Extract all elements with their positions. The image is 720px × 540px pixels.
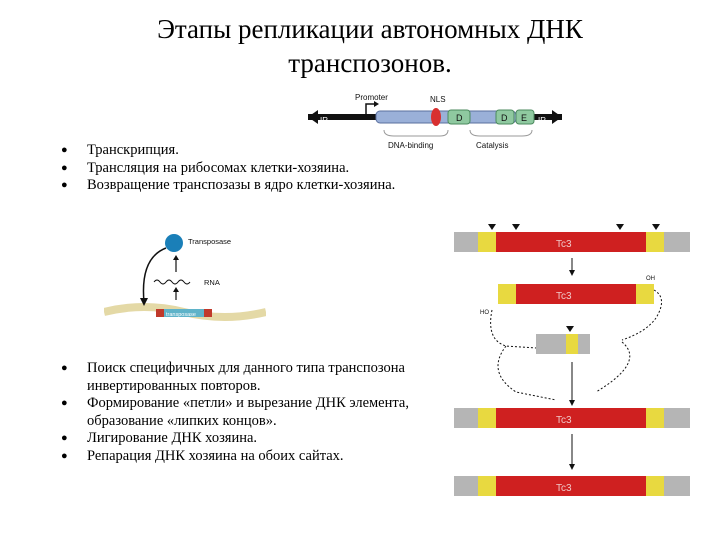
- bullet-icon: ●: [61, 449, 68, 462]
- list-item: ● Репарация ДНК хозяина на обоих сайтах.: [57, 448, 427, 466]
- tc3-row-gap: [536, 326, 590, 354]
- left-arrow-icon: [308, 110, 318, 124]
- ir-left-label: IR: [320, 116, 328, 125]
- dna-ir-right: [204, 309, 212, 317]
- list-item: ● Возвращение транспозазы в ядро клетки-х…: [57, 177, 395, 195]
- return-arrowhead-icon: [140, 298, 148, 306]
- bullet-text: Возвращение транспозазы в ядро клетки-хо…: [87, 177, 396, 193]
- nls-marker: [431, 108, 441, 126]
- tc3-row-ligation: Tc3: [454, 408, 690, 428]
- domain-d1-label: D: [456, 113, 463, 123]
- tc3-label: Tc3: [556, 291, 572, 302]
- title-line-2: транспозонов.: [288, 48, 452, 78]
- domain-e: [515, 109, 535, 125]
- domain-d2-label: D: [501, 113, 508, 123]
- bullet-icon: ●: [61, 397, 68, 409]
- list-item: ● Лигирование ДНК хозяина.: [57, 430, 427, 448]
- dna-binding-label: DNA-binding: [388, 141, 433, 150]
- promoter-label: Promoter: [355, 93, 388, 102]
- bullet-icon: ●: [61, 179, 68, 191]
- step-arrowhead-icon: [569, 400, 575, 406]
- ir-right-label: IR: [538, 116, 546, 125]
- top-bullet-list: ● Транскрипция. ● Трансляция на рибосомах …: [57, 142, 395, 195]
- gene-body: [375, 110, 517, 124]
- dna-binding-bracket: [383, 129, 449, 137]
- cut-site-icon: [652, 224, 660, 230]
- gene-structure-diagram: IR IR Promoter NLS D D E DNA-binding Cat…: [300, 90, 568, 152]
- tc3-label: Tc3: [556, 483, 572, 494]
- rna-label: RNA: [204, 278, 220, 287]
- return-arrow: [142, 247, 167, 303]
- promoter-arrowhead-icon: [374, 101, 379, 107]
- list-item: ● Поиск специфичных для данного типа тран…: [57, 360, 427, 395]
- oh-label: OH: [646, 276, 655, 282]
- left-flank: [308, 114, 378, 120]
- transposon-dna: [164, 309, 204, 317]
- tc3-label: Tc3: [556, 239, 572, 250]
- tc3-excision-diagram: Tc3 Tc3 OH HO Tc3 Tc3: [446, 222, 702, 504]
- bullet-text: Формирование «петли» и вырезание ДНК эле…: [87, 395, 409, 429]
- step-arrowhead-icon: [569, 270, 575, 276]
- translation-arrowhead-icon: [173, 255, 179, 260]
- catalysis-label: Catalysis: [476, 141, 508, 150]
- catalysis-bracket: [469, 129, 533, 137]
- transcription-arrowhead-icon: [173, 287, 179, 292]
- bullet-icon: ●: [61, 144, 68, 156]
- domain-d1: [447, 109, 471, 125]
- title-line-1: Этапы репликации автономных ДНК: [157, 14, 583, 44]
- list-item: ● Транскрипция.: [57, 142, 395, 160]
- cut-site-icon: [566, 326, 574, 332]
- transposase-cycle-diagram: Transposase RNA transposase: [104, 228, 266, 324]
- right-flank: [520, 114, 562, 120]
- domain-d2: [495, 109, 515, 125]
- ho-label: HO: [480, 310, 489, 316]
- right-arrow-icon: [552, 110, 562, 124]
- bottom-bullet-list: ● Поиск специфичных для данного типа тран…: [57, 360, 427, 465]
- cut-site-icon: [488, 224, 496, 230]
- transposase-protein-icon: [165, 234, 183, 252]
- nls-label: NLS: [430, 95, 446, 104]
- bullet-text: Лигирование ДНК хозяина.: [87, 430, 258, 446]
- tc3-row-repaired: Tc3: [454, 476, 690, 496]
- tc3-row-cut: Tc3 OH HO: [480, 276, 662, 349]
- bullet-icon: ●: [61, 161, 68, 174]
- step-arrowhead-icon: [569, 464, 575, 470]
- slide-title: Этапы репликации автономных ДНК транспоз…: [110, 12, 630, 80]
- transposase-label: Transposase: [188, 237, 231, 246]
- tc3-label: Tc3: [556, 415, 572, 426]
- list-item: ● Формирование «петли» и вырезание ДНК эл…: [57, 395, 427, 430]
- promoter-arrow-icon: [365, 103, 374, 117]
- bullet-text: Транскрипция.: [87, 142, 179, 158]
- bullet-icon: ●: [61, 362, 68, 374]
- list-item: ● Трансляция на рибосомах клетки-хозяина.: [57, 160, 395, 178]
- cut-site-icon: [616, 224, 624, 230]
- bullet-text: Репарация ДНК хозяина на обоих сайтах.: [87, 447, 344, 464]
- bullet-icon: ●: [61, 432, 68, 444]
- bullet-text: Поиск специфичных для данного типа транс…: [87, 360, 405, 394]
- cut-site-icon: [512, 224, 520, 230]
- rna-strand: [153, 279, 191, 285]
- dna-ir-left: [156, 309, 164, 317]
- tc3-row-intact: Tc3: [454, 224, 690, 252]
- dna-label: transposase: [166, 312, 196, 318]
- bullet-text: Трансляция на рибосомах клетки-хозяина.: [87, 159, 350, 176]
- domain-e-label: E: [521, 113, 527, 123]
